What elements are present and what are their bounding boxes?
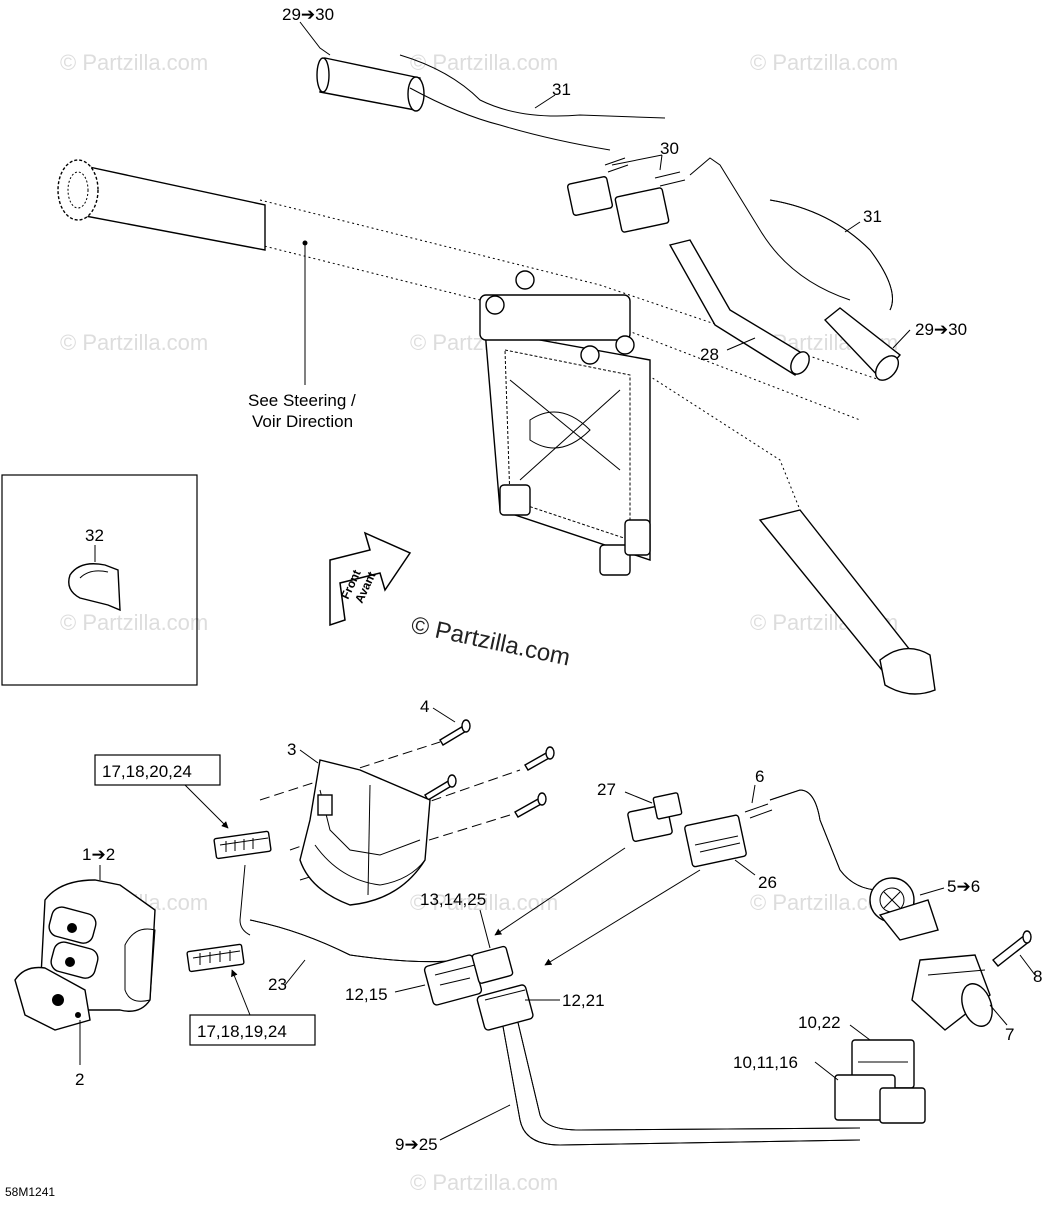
label-26: 26 [758, 873, 777, 892]
watermark-text: © Partzilla.com [60, 50, 208, 75]
label-10-22: 10,22 [798, 1013, 841, 1032]
front-arrow: Front Avant [329, 531, 412, 627]
steering-note-line2: Voir Direction [252, 412, 353, 431]
label-12-21: 12,21 [562, 991, 605, 1010]
label-12-15: 12,15 [345, 985, 388, 1004]
heated-grip-top: 29➔30 31 30 31 28 29➔30 [282, 5, 967, 381]
boxed-label-lower: 17,18,19,24 [197, 1022, 287, 1041]
label-1-2: 1➔2 [82, 845, 115, 864]
left-grip [57, 159, 266, 251]
connector-upper: 17,18,20,24 [94, 754, 272, 860]
main-watermark: © Partzilla.com [409, 611, 573, 671]
harness-23: 23 [239, 864, 461, 994]
watermark-text: © Partzilla.com [410, 50, 558, 75]
connector-27: 27 [597, 780, 683, 842]
label-3: 3 [287, 740, 296, 759]
label-8: 8 [1033, 967, 1042, 986]
label-27: 27 [597, 780, 616, 799]
label-5-6: 5➔6 [947, 877, 980, 896]
label-7: 7 [1005, 1025, 1014, 1044]
label-2: 2 [75, 1070, 84, 1089]
watermark-text: © Partzilla.com [750, 50, 898, 75]
handlebar: See Steering / Voir Direction [57, 159, 936, 695]
label-28: 28 [700, 345, 719, 364]
label-10-11-16: 10,11,16 [733, 1053, 798, 1072]
connector-26: 26 [684, 814, 777, 892]
inset-box: 32 [1, 474, 198, 686]
watermark-text: © Partzilla.com [60, 610, 208, 635]
boxed-label-upper: 17,18,20,24 [102, 762, 192, 781]
connector-lower: 17,18,19,24 [186, 943, 316, 1046]
label-13-14-25: 13,14,25 [420, 890, 486, 909]
label-32: 32 [85, 526, 104, 545]
label-31-top: 31 [552, 80, 571, 99]
label-31-right: 31 [863, 207, 882, 226]
switch-housing-group: 4 3 [259, 697, 555, 906]
label-4: 4 [420, 697, 429, 716]
switch-7-8: 8 7 [911, 930, 1042, 1044]
label-29-30-right: 29➔30 [915, 320, 967, 339]
label-29-30-top: 29➔30 [282, 5, 334, 24]
harness-main: 9➔25 [395, 1009, 861, 1154]
watermark-text: © Partzilla.com [410, 890, 558, 915]
label-9-25: 9➔25 [395, 1135, 438, 1154]
connectors-10: 10,22 10,11,16 [733, 1013, 926, 1124]
label-30: 30 [660, 139, 679, 158]
screws [424, 719, 555, 818]
left-switch: 1➔2 2 [14, 845, 156, 1089]
watermark-text: © Partzilla.com [60, 330, 208, 355]
label-23: 23 [268, 975, 287, 994]
label-6: 6 [755, 767, 764, 786]
switch-5-6: 6 5➔6 [744, 767, 980, 941]
steering-note-line1: See Steering / [248, 391, 356, 410]
drawing-code: 58M1241 [5, 1185, 55, 1199]
harness-connectors: 12,15 12,21 13,14,25 [345, 890, 605, 1031]
watermark-text: © Partzilla.com [410, 1170, 558, 1195]
right-grip [758, 509, 936, 695]
riser-assembly [479, 270, 651, 576]
